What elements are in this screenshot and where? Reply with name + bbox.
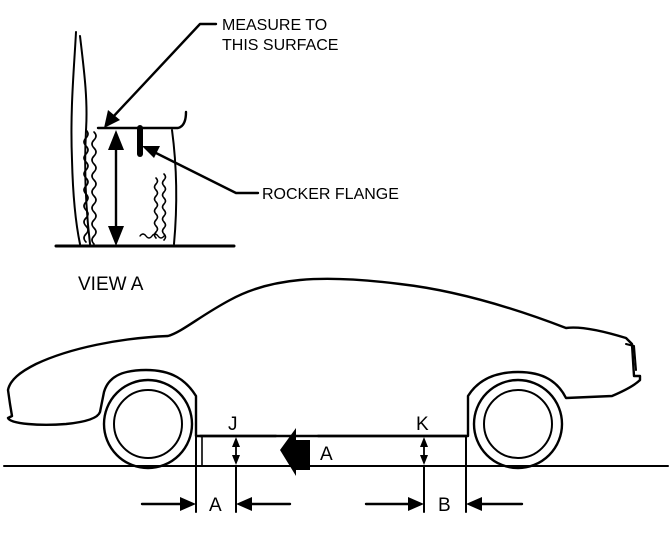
car-body-outline — [6, 277, 642, 438]
dim-k-label: K — [416, 414, 429, 435]
dim-j-head-down — [232, 455, 240, 465]
tire-tread-texture-right-2 — [161, 173, 167, 241]
tire-sidewall-left — [70, 31, 81, 245]
car-tail-detail — [625, 343, 637, 371]
rocker-flange-label: ROCKER FLANGE — [262, 186, 399, 203]
dim-a-left-arrowhead — [180, 497, 196, 511]
dim-k-head-down — [420, 455, 428, 465]
rear-wheel-rim — [483, 389, 553, 459]
measure-label-line1: MEASURE TO — [222, 17, 327, 34]
car-side-view: J K A A B — [3, 277, 669, 516]
dim-b-label: B — [438, 495, 451, 516]
measure-arrow-head-down — [108, 226, 124, 246]
dim-b-right-arrowhead — [466, 497, 482, 511]
tire-tread-texture-left-2 — [91, 131, 97, 245]
tire-tread-texture-right — [153, 177, 159, 239]
dim-j-head-up — [232, 437, 240, 447]
dim-a-right-arrowhead — [236, 497, 252, 511]
measure-label-line2: THIS SURFACE — [222, 37, 338, 54]
dim-a-label: A — [209, 495, 222, 516]
view-a-direction-arrow — [280, 428, 310, 476]
dim-b-left-arrowhead — [408, 497, 424, 511]
measure-leader-arrowhead — [104, 110, 120, 128]
dim-k-head-up — [420, 437, 428, 447]
view-a-detail: MEASURE TO THIS SURFACE ROCKER FLANGE VI… — [54, 17, 399, 295]
front-wheel-rim — [113, 389, 183, 459]
rocker-leader-arrowhead — [142, 146, 160, 158]
view-a-caption: VIEW A — [78, 274, 144, 295]
rocker-leader-line — [148, 148, 260, 195]
tire-tread-texture-left — [83, 129, 89, 243]
dim-j-label: J — [228, 414, 238, 435]
rear-wheel-tire — [472, 378, 564, 470]
front-wheel-tire — [102, 378, 194, 470]
rocker-panel — [96, 110, 188, 130]
measure-arrow-head-up — [108, 130, 124, 150]
tire-sidewall-right — [171, 129, 178, 245]
measure-leader-line — [110, 22, 218, 120]
tire-bottom-texture — [139, 233, 165, 239]
view-a-arrow-letter: A — [320, 444, 333, 465]
